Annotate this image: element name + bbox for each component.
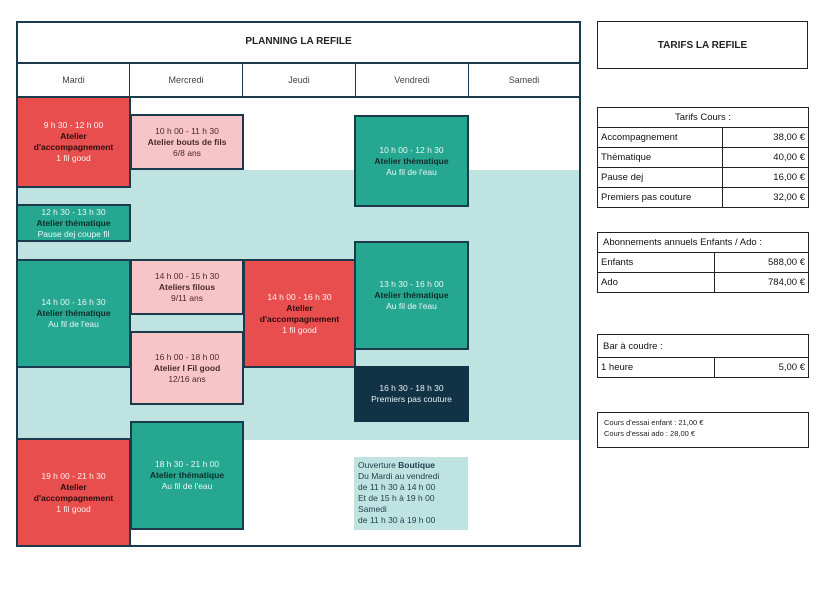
event-time: 16 h 30 - 18 h 30	[379, 383, 444, 393]
event-detail: 12/16 ans	[168, 373, 206, 384]
event-name: Atelier d'accompagnement	[259, 302, 340, 324]
essai-enfant: Cours d'essai enfant : 21,00 €	[604, 418, 704, 427]
event-time: 9 h 30 - 12 h 00	[43, 120, 104, 130]
row-price: 588,00 €	[714, 252, 809, 273]
event-detail: Au fil de l'eau	[386, 301, 437, 311]
boutique-line: Du Mardi au vendredi	[358, 471, 440, 481]
row-label: Thématique	[597, 147, 723, 168]
tarifs-abonnements-table: Abonnements annuels Enfants / Ado : Enfa…	[597, 232, 809, 293]
event-mardi-midi[interactable]: 12 h 30 - 13 h 30 Atelier thématique Pau…	[16, 204, 131, 242]
event-mercredi-morning[interactable]: 10 h 00 - 11 h 30 Atelier bouts de fils …	[130, 114, 244, 170]
event-name: Atelier thématique	[374, 290, 449, 300]
cours-essai-box: Cours d'essai enfant : 21,00 € Cours d'e…	[597, 412, 809, 448]
day-header-samedi: Samedi	[469, 64, 579, 98]
boutique-prefix: Ouverture	[358, 460, 399, 470]
day-header-mardi: Mardi	[18, 64, 130, 98]
event-time: 16 h 00 - 18 h 00	[154, 351, 220, 362]
row-price: 784,00 €	[714, 272, 809, 293]
event-detail: Premiers pas couture	[371, 394, 452, 404]
event-name: Atelier d'accompagnement	[33, 131, 114, 152]
row-label: Accompagnement	[597, 127, 723, 148]
boutique-line: Samedi	[358, 504, 387, 514]
boutique-label: Boutique	[398, 460, 435, 470]
event-name: Atelier I Fil good	[153, 362, 221, 373]
day-header-jeudi: Jeudi	[243, 64, 356, 98]
row-label: Premiers pas couture	[597, 187, 723, 208]
event-detail: Au fil de l'eau	[48, 319, 99, 329]
essai-ado: Cours d'essai ado : 28,00 €	[604, 429, 696, 438]
boutique-line: de 11 h 30 à 19 h 00	[358, 515, 436, 525]
planning-title: PLANNING LA REFILE	[16, 21, 581, 64]
day-header-mercredi: Mercredi	[130, 64, 243, 98]
event-mercredi-afternoon-1[interactable]: 14 h 00 - 15 h 30 Ateliers filous 9/11 a…	[130, 259, 244, 315]
event-time: 18 h 30 - 21 h 00	[154, 459, 220, 469]
event-detail: 1 fil good	[56, 153, 91, 163]
event-time: 14 h 00 - 16 h 30	[267, 291, 332, 302]
event-time: 13 h 30 - 16 h 00	[379, 279, 444, 289]
day-header-vendredi: Vendredi	[356, 64, 469, 98]
event-name: Atelier thématique	[36, 308, 111, 318]
table-header: Tarifs Cours :	[597, 107, 809, 128]
event-mercredi-evening[interactable]: 18 h 30 - 21 h 00 Atelier thématique Au …	[130, 421, 244, 530]
row-label: Pause dej	[597, 167, 723, 188]
event-name: Atelier thématique	[36, 217, 111, 228]
event-name: Ateliers filous	[158, 281, 216, 292]
boutique-line: Et de 15 h à 19 h 00	[358, 493, 435, 503]
event-detail: Au fil de l'eau	[386, 166, 437, 177]
boutique-hours: Ouverture Boutique Du Mardi au vendredi …	[354, 457, 468, 530]
row-label: Ado	[597, 272, 715, 293]
row-price: 38,00 €	[722, 127, 809, 148]
event-jeudi-afternoon[interactable]: 14 h 00 - 16 h 30 Atelier d'accompagneme…	[243, 259, 356, 368]
event-time: 10 h 00 - 12 h 30	[379, 144, 444, 155]
row-label: Enfants	[597, 252, 715, 273]
row-label: 1 heure	[597, 357, 715, 378]
event-time: 10 h 00 - 11 h 30	[155, 125, 219, 136]
row-price: 5,00 €	[714, 357, 809, 378]
event-vendredi-evening[interactable]: 16 h 30 - 18 h 30 Premiers pas couture	[354, 366, 469, 422]
event-mercredi-afternoon-2[interactable]: 16 h 00 - 18 h 00 Atelier I Fil good 12/…	[130, 331, 244, 405]
event-time: 19 h 00 - 21 h 30	[41, 470, 106, 481]
event-name: Atelier d'accompagnement	[33, 481, 114, 503]
event-name: Atelier thématique	[374, 155, 449, 166]
event-mardi-evening[interactable]: 19 h 00 - 21 h 30 Atelier d'accompagneme…	[16, 438, 131, 547]
table-header: Bar à coudre :	[597, 334, 809, 358]
event-detail: Au fil de l'eau	[161, 481, 213, 491]
event-mardi-afternoon[interactable]: 14 h 00 - 16 h 30 Atelier thématique Au …	[16, 259, 131, 368]
event-name: Atelier thématique	[149, 470, 225, 480]
event-detail: 1 fil good	[56, 503, 91, 514]
event-detail: 6/8 ans	[173, 147, 201, 158]
boutique-line: de 11 h 30 à 14 h 00	[358, 482, 436, 492]
event-detail: 1 fil good	[282, 324, 317, 335]
event-vendredi-afternoon[interactable]: 13 h 30 - 16 h 00 Atelier thématique Au …	[354, 241, 469, 350]
event-time: 14 h 00 - 15 h 30	[154, 270, 220, 281]
event-detail: 9/11 ans	[171, 292, 203, 303]
tarifs-title: TARIFS LA REFILE	[597, 21, 808, 69]
table-header: Abonnements annuels Enfants / Ado :	[597, 232, 809, 253]
event-time: 14 h 00 - 16 h 30	[41, 297, 106, 307]
event-detail: Pause dej coupe fil	[37, 228, 110, 239]
event-name: Atelier bouts de fils	[147, 136, 227, 147]
row-price: 16,00 €	[722, 167, 809, 188]
event-mardi-morning[interactable]: 9 h 30 - 12 h 00 Atelier d'accompagnemen…	[16, 96, 131, 188]
row-price: 32,00 €	[722, 187, 809, 208]
row-price: 40,00 €	[722, 147, 809, 168]
event-vendredi-morning[interactable]: 10 h 00 - 12 h 30 Atelier thématique Au …	[354, 115, 469, 207]
event-time: 12 h 30 - 13 h 30	[41, 206, 106, 217]
